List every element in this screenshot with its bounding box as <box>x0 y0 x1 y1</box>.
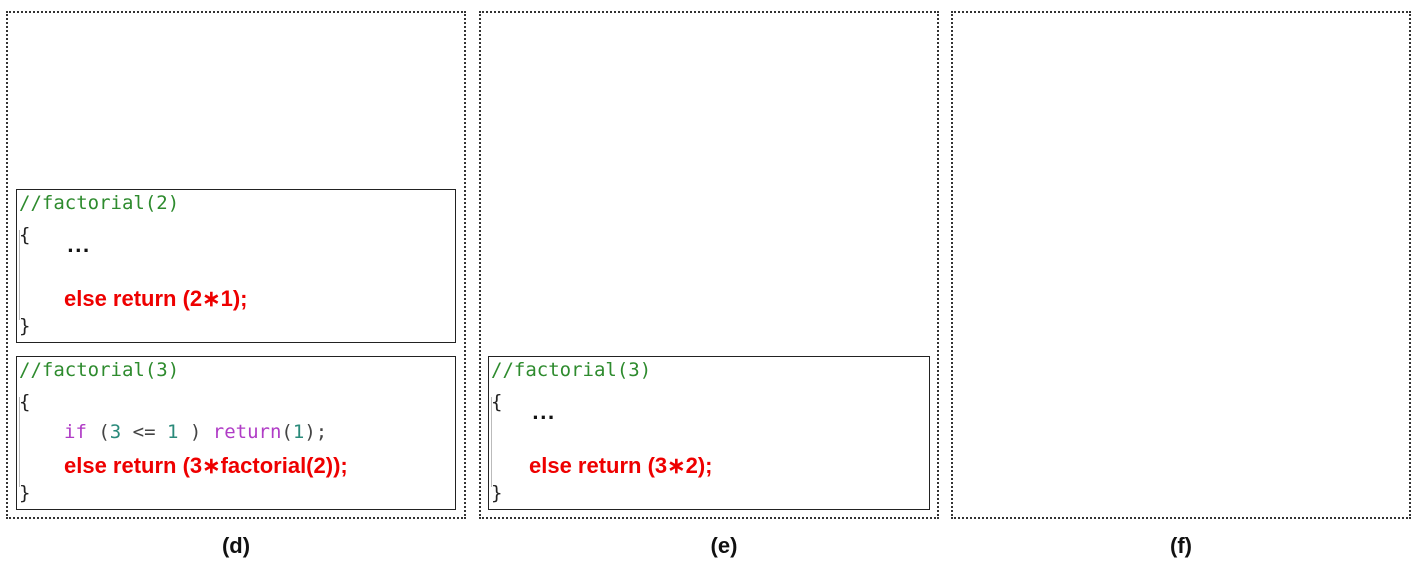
indent-guide <box>19 230 20 320</box>
return-statement: else return (3∗2); <box>529 453 713 478</box>
stack-frame-factorial-2: //factorial(2) { ... else return (2∗1); … <box>16 189 456 343</box>
caption-f: (f) <box>1170 533 1192 558</box>
open-brace: { <box>19 224 31 246</box>
frame-comment: //factorial(3) <box>19 359 180 381</box>
return-paren-open: ( <box>281 421 293 443</box>
if-keyword: if <box>64 421 87 443</box>
close-brace: } <box>491 482 503 504</box>
panel-d: //factorial(2) { ... else return (2∗1); … <box>6 11 466 519</box>
caption-e: (e) <box>710 533 738 558</box>
if-paren-open: ( <box>86 421 110 443</box>
return-keyword: return <box>212 421 282 443</box>
return-paren-close: ); <box>304 421 328 443</box>
indent-guide <box>491 397 492 487</box>
if-statement: if (3 <= 1 ) return(1); <box>64 420 327 444</box>
frame-comment: //factorial(2) <box>19 192 180 214</box>
return-statement: else return (3∗factorial(2)); <box>64 453 348 478</box>
stack-frame-factorial-3: //factorial(3) { ... else return (3∗2); … <box>488 356 930 510</box>
open-brace: { <box>19 391 31 413</box>
if-number-3: 3 <box>109 421 122 443</box>
indent-guide <box>19 397 20 487</box>
close-brace: } <box>19 315 31 337</box>
return-number-1: 1 <box>292 421 305 443</box>
return-statement: else return (2∗1); <box>64 286 248 311</box>
open-brace: { <box>491 391 503 413</box>
if-operator: <= <box>121 421 167 443</box>
if-number-1: 1 <box>167 421 179 443</box>
ellipsis: ... <box>532 403 556 424</box>
ellipsis: ... <box>67 236 91 257</box>
panel-f <box>951 11 1411 519</box>
close-brace: } <box>19 482 31 504</box>
caption-d: (d) <box>221 533 251 558</box>
frame-comment: //factorial(3) <box>491 359 652 381</box>
stack-frame-factorial-3: //factorial(3) { if (3 <= 1 ) return(1);… <box>16 356 456 510</box>
panel-e: //factorial(3) { ... else return (3∗2); … <box>479 11 939 519</box>
if-paren-close: ) <box>178 421 213 443</box>
